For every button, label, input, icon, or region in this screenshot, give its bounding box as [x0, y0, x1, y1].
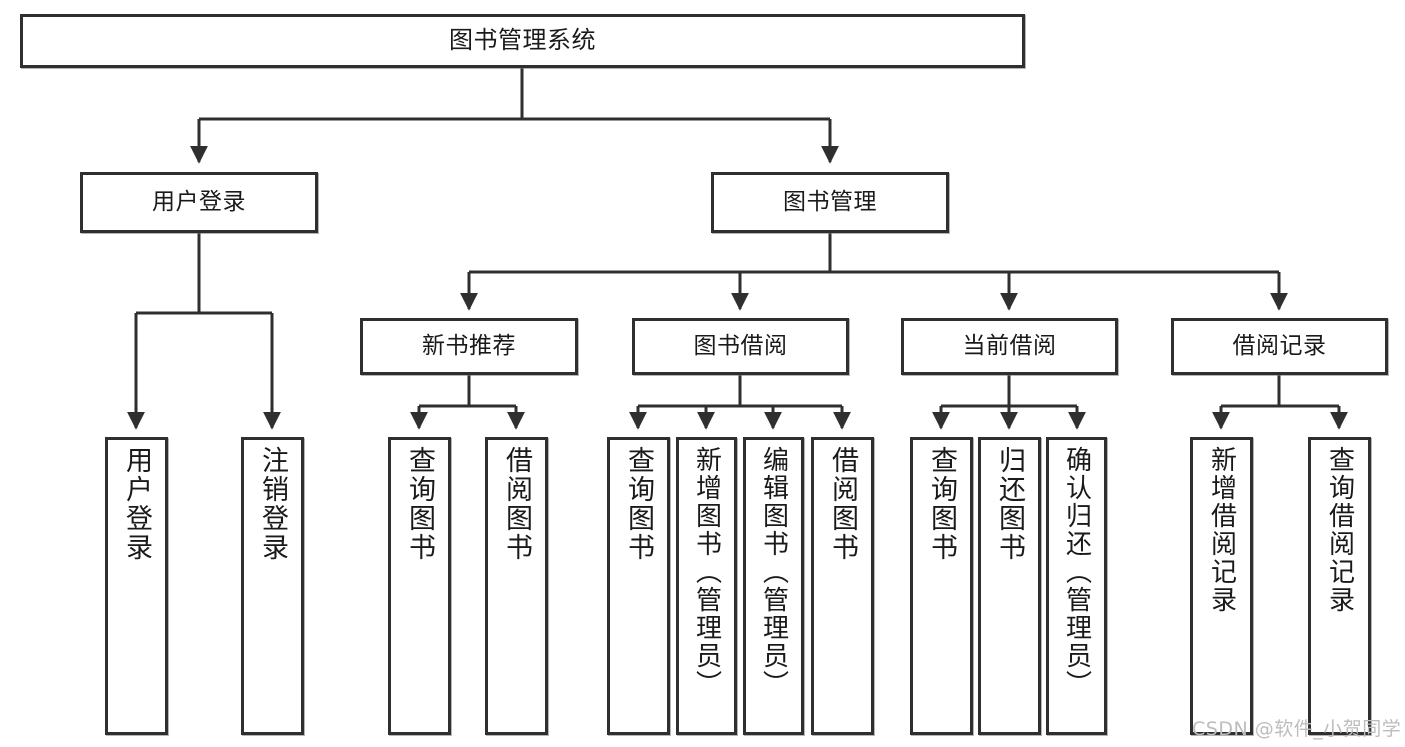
- watermark-text: CSDN @软件_小贺同学: [1192, 718, 1402, 740]
- node-label: 归还图书: [994, 446, 1025, 562]
- node-label: 用户登录: [121, 446, 152, 562]
- node-leaf-query-book-borrow[interactable]: 查询图书: [607, 437, 670, 735]
- node-label: 图书借阅: [693, 333, 788, 360]
- node-label: 注销登录: [257, 446, 288, 562]
- node-label: 图书管理: [783, 189, 877, 216]
- node-book-borrow[interactable]: 图书借阅: [632, 318, 849, 375]
- node-leaf-add-borrow-record[interactable]: 新增借阅记录: [1190, 437, 1253, 735]
- node-label: 借阅图书: [501, 446, 532, 562]
- node-new-book-recommend[interactable]: 新书推荐: [360, 318, 578, 375]
- node-label: 查询图书: [623, 446, 654, 562]
- node-label: 新书推荐: [422, 333, 516, 360]
- node-leaf-return-book[interactable]: 归还图书: [978, 437, 1041, 735]
- node-leaf-query-borrow-record[interactable]: 查询借阅记录: [1308, 437, 1371, 735]
- node-label: 图书管理系统: [449, 26, 596, 55]
- node-label: 用户登录: [152, 189, 246, 216]
- node-leaf-logout[interactable]: 注销登录: [241, 437, 304, 735]
- node-leaf-edit-book-admin[interactable]: 编辑图书（管理员）: [743, 437, 804, 735]
- node-label: 编辑图书（管理员）: [758, 446, 789, 698]
- node-user-login[interactable]: 用户登录: [80, 172, 318, 233]
- node-leaf-query-book-current[interactable]: 查询图书: [910, 437, 973, 735]
- node-current-borrow[interactable]: 当前借阅: [901, 318, 1118, 375]
- node-leaf-confirm-return-admin[interactable]: 确认归还（管理员）: [1046, 437, 1107, 735]
- node-book-management[interactable]: 图书管理: [711, 172, 949, 233]
- node-label: 借阅记录: [1232, 333, 1327, 360]
- node-label: 查询借阅记录: [1324, 446, 1355, 614]
- node-root-system[interactable]: 图书管理系统: [20, 14, 1025, 68]
- node-label: 确认归还（管理员）: [1061, 446, 1092, 698]
- node-leaf-user-login[interactable]: 用户登录: [105, 437, 168, 735]
- node-leaf-borrow-book[interactable]: 借阅图书: [811, 437, 874, 735]
- node-leaf-borrow-book-recommend[interactable]: 借阅图书: [485, 437, 548, 735]
- node-label: 查询图书: [404, 446, 435, 562]
- node-label: 当前借阅: [962, 333, 1057, 360]
- node-leaf-query-book-recommend[interactable]: 查询图书: [388, 437, 451, 735]
- node-label: 新增借阅记录: [1206, 446, 1237, 614]
- node-label: 查询图书: [926, 446, 957, 562]
- node-label: 新增图书（管理员）: [691, 446, 722, 698]
- node-borrow-record[interactable]: 借阅记录: [1171, 318, 1388, 375]
- node-label: 借阅图书: [827, 446, 858, 562]
- node-leaf-add-book-admin[interactable]: 新增图书（管理员）: [676, 437, 737, 735]
